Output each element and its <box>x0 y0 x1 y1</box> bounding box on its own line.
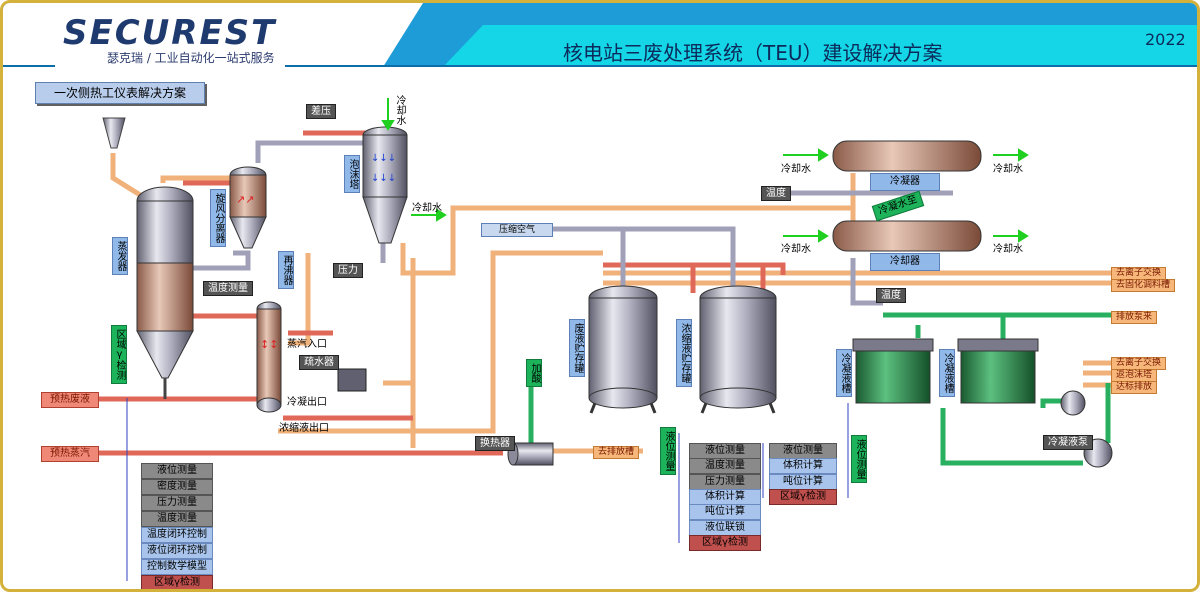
cyclone-separator-vessel: ↗↗ <box>229 166 267 249</box>
condensate-pump-tag: 冷凝液泵 <box>1043 435 1093 450</box>
diagram-title: 一次侧热工仪表解决方案 <box>35 82 205 104</box>
legend-mid-item: 体积计算 <box>689 488 761 505</box>
legend-mid-item: 压力测量 <box>689 473 761 490</box>
evaporator-tag: 蒸发器 <box>112 237 128 275</box>
legend-left-item: 控制数学模型 <box>141 559 213 575</box>
legend-mid-item: 液位联锁 <box>689 519 761 536</box>
waste-tank-tag: 废液贮存罐 <box>569 319 585 377</box>
cooling-water-in-2-label: 冷却水 <box>781 244 811 255</box>
legend-left-item: 液位测量 <box>141 463 213 479</box>
cooling-water-arrows <box>381 98 1029 243</box>
header-bar: SECUREST 瑟克瑞 / 工业自动化一站式服务 核电站三废处理系统（TEU）… <box>3 3 1197 67</box>
pump-1-body <box>1060 390 1086 416</box>
condensate-tank-2-tag: 冷凝液槽 <box>939 349 955 397</box>
concentrate-tank-tag: 浓缩液贮存罐 <box>676 319 692 387</box>
pressure-tag: 压力 <box>333 263 363 278</box>
legend-mid-item: 液位测量 <box>689 443 761 459</box>
to-discharge-tag: 去排放槽 <box>593 446 640 459</box>
pipes-green <box>528 312 1113 466</box>
svg-text:↗↗: ↗↗ <box>236 193 254 206</box>
evaporator-vessel <box>136 186 194 399</box>
cooler-tag: 冷却器 <box>870 253 940 271</box>
condensate-tank-1-tag: 冷凝液槽 <box>836 349 852 397</box>
temperature-2-tag: 温度 <box>876 288 906 303</box>
cyclone-tag: 旋风分离器 <box>210 189 226 247</box>
logo-subtitle: 瑟克瑞 / 工业自动化一站式服务 <box>107 51 275 65</box>
condenser-vessel <box>832 140 982 172</box>
drain-trap-body <box>337 368 367 392</box>
condensate-tank-1-vessel <box>852 338 934 404</box>
legend-right-item: 液位测量 <box>769 443 837 459</box>
standard-discharge-tag: 达标排放 <box>1111 381 1158 394</box>
temp-measure-tag: 温度测量 <box>203 281 253 296</box>
cooling-water-foam-label: 冷却水 <box>412 203 442 214</box>
cooling-water-out-1-label: 冷却水 <box>993 164 1023 175</box>
cold-water-top-label: 冷却水 <box>394 95 405 125</box>
waste-tank-vessel <box>588 285 658 414</box>
level-right-green-tag: 液位测量 <box>851 435 867 483</box>
signal-lines <box>126 398 849 581</box>
company-logo: SECUREST 瑟克瑞 / 工业自动化一站式服务 <box>55 11 285 67</box>
cooling-water-out-2-label: 冷却水 <box>993 244 1023 255</box>
legend-left-item: 温度闭环控制 <box>141 527 213 543</box>
legend-right-item: 区域γ检测 <box>769 488 837 505</box>
legend-right-item: 体积计算 <box>769 458 837 475</box>
cooling-water-in-1-label: 冷却水 <box>781 164 811 175</box>
legend-left-item: 压力测量 <box>141 495 213 511</box>
to-solidify-tag: 去固化调料槽 <box>1111 279 1176 292</box>
diff-pressure-tag: 差压 <box>306 104 336 119</box>
cooler-vessel <box>832 220 982 252</box>
legend-left-item: 区域γ检测 <box>141 575 213 589</box>
drain-pump-tag: 排放泵来 <box>1111 311 1158 324</box>
acid-dosing-tag: 加酸 <box>526 359 542 387</box>
reboiler-vessel: ↕↕ <box>256 301 282 413</box>
pipes-gray <box>183 140 953 306</box>
feed-funnel <box>102 117 126 149</box>
legend-mid-item: 区域γ检测 <box>689 534 761 551</box>
legend-right-item: 吨位计算 <box>769 473 837 490</box>
condensate-out-label: 冷凝出口 <box>287 397 327 408</box>
legend-mid-item: 吨位计算 <box>689 504 761 521</box>
heat-exchanger-body <box>507 442 554 466</box>
compressed-air-tag: 压缩空气 <box>481 223 553 237</box>
svg-text:↓↓↓: ↓↓↓ <box>371 173 396 184</box>
concentrate-out-label: 浓缩液出口 <box>279 423 329 434</box>
foam-tower-vessel: ↓↓↓ ↓↓↓ <box>362 126 408 244</box>
foam-tower-tag: 泡沫塔 <box>344 155 360 193</box>
gamma-detect-left-tag: 区域γ检测 <box>111 325 127 384</box>
svg-text:↓↓↓: ↓↓↓ <box>371 153 396 164</box>
temperature-tag: 温度 <box>761 186 791 201</box>
condenser-tag: 冷凝器 <box>870 173 940 191</box>
legend-left-item: 密度测量 <box>141 479 213 495</box>
condensate-tank-2-vessel <box>957 338 1039 404</box>
reboiler-tag: 再沸器 <box>278 251 294 289</box>
legend-left-item: 温度测量 <box>141 511 213 527</box>
year-label: 2022 <box>1145 30 1186 49</box>
concentrate-tank-vessel <box>699 285 777 414</box>
preheat-waste-tag: 预热废液 <box>41 392 99 408</box>
preheat-steam-tag: 预热蒸汽 <box>41 446 99 462</box>
legend-left-item: 液位闭环控制 <box>141 543 213 559</box>
drain-tag: 疏水器 <box>299 355 339 370</box>
page-title: 核电站三废处理系统（TEU）建设解决方案 <box>563 41 943 65</box>
level-mid-green-tag: 液位测量 <box>660 427 676 475</box>
legend-mid-item: 温度测量 <box>689 458 761 475</box>
logo-wordmark: SECUREST <box>63 13 277 53</box>
steam-in-label: 蒸汽入口 <box>287 339 327 350</box>
svg-text:↕↕: ↕↕ <box>260 338 278 351</box>
heat-exchanger-tag: 换热器 <box>475 436 515 451</box>
